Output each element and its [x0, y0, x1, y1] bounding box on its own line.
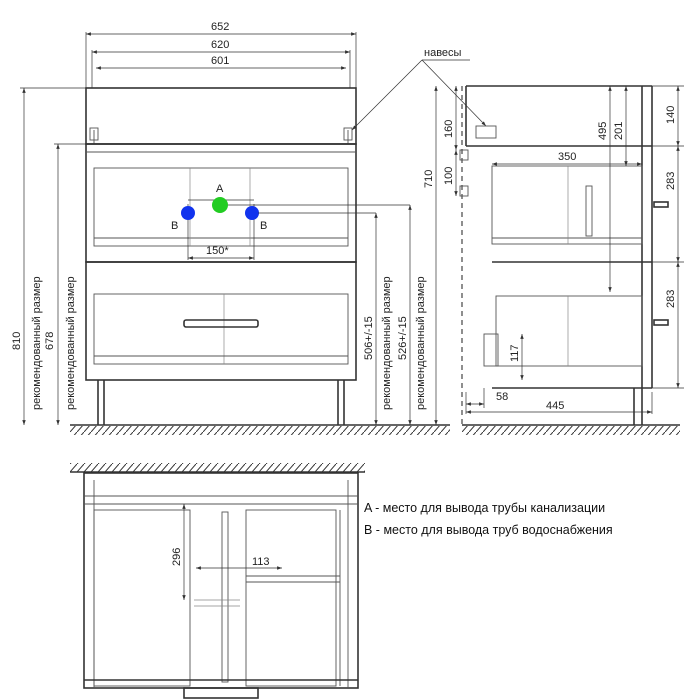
- pipe-points: A B B 150*: [171, 183, 410, 260]
- floor-side: [462, 424, 680, 435]
- point-b-right-marker: [245, 206, 259, 220]
- dim-side-mid: 100: [443, 167, 455, 185]
- top-view-dims: 296 113: [171, 504, 282, 600]
- dim-drain-height: 506+/-15: [363, 316, 375, 360]
- basin-top: [85, 87, 357, 145]
- hinges-callout: навесы: [351, 47, 487, 131]
- label-recommended-4: рекомендованный размер: [415, 276, 427, 410]
- hinges-label: навесы: [424, 47, 462, 59]
- dim-side-shelf: 350: [558, 151, 576, 163]
- front-view: [85, 87, 357, 425]
- front-height-dims: 810 рекомендованный размер 678 рекомендо…: [11, 87, 427, 425]
- dim-top-depth: 296: [171, 548, 183, 566]
- dim-supply-spacing: 150*: [206, 245, 229, 257]
- dim-side-plinth: 117: [509, 344, 521, 362]
- point-b-left-label: B: [171, 220, 178, 232]
- dim-supply-height: 526+/-15: [397, 316, 409, 360]
- lower-drawer: [85, 261, 357, 381]
- side-dims: 160 100 710 495 201 350 140 283 283 117 …: [423, 85, 684, 425]
- dim-top-offset: 113: [252, 556, 270, 568]
- dim-side-right-top: 140: [665, 106, 677, 124]
- dim-side-hinge: 160: [443, 120, 455, 138]
- side-view: [459, 85, 669, 425]
- dim-front-width-outer: 652: [211, 21, 229, 33]
- point-b-right-label: B: [260, 220, 267, 232]
- point-a-label: A: [216, 183, 224, 195]
- dim-front-width-mid: 620: [211, 39, 229, 51]
- drawer-handle: [183, 319, 259, 328]
- label-recommended-2: рекомендованный размер: [65, 276, 77, 410]
- dim-front-height-recommended: 678: [44, 332, 56, 350]
- wall-top-view: [70, 463, 365, 473]
- dim-side-offset: 58: [496, 391, 508, 403]
- top-view: [83, 472, 359, 699]
- legend: A - место для вывода трубы канализации B…: [364, 501, 613, 537]
- dim-front-width-inner: 601: [211, 55, 229, 67]
- floor-front: [70, 424, 450, 435]
- legend-b: B - место для вывода труб водоснабжения: [364, 523, 613, 537]
- label-recommended-3: рекомендованный размер: [381, 276, 393, 410]
- legend-a: A - место для вывода трубы канализации: [364, 501, 605, 515]
- point-b-left-marker: [181, 206, 195, 220]
- dim-side-depth: 445: [546, 400, 564, 412]
- dim-side-right-drawer1: 283: [665, 172, 677, 190]
- dim-side-201: 201: [613, 122, 625, 140]
- point-a-marker: [212, 197, 228, 213]
- dim-side-depth-top: 495: [597, 122, 609, 140]
- top-view-handle: [183, 687, 259, 699]
- label-recommended-1: рекомендованный размер: [31, 276, 43, 410]
- dim-side-right-drawer2: 283: [665, 290, 677, 308]
- dim-front-height-total: 810: [11, 332, 23, 350]
- dim-side-total: 710: [423, 170, 435, 188]
- front-width-dims: 652 620 601: [85, 21, 357, 88]
